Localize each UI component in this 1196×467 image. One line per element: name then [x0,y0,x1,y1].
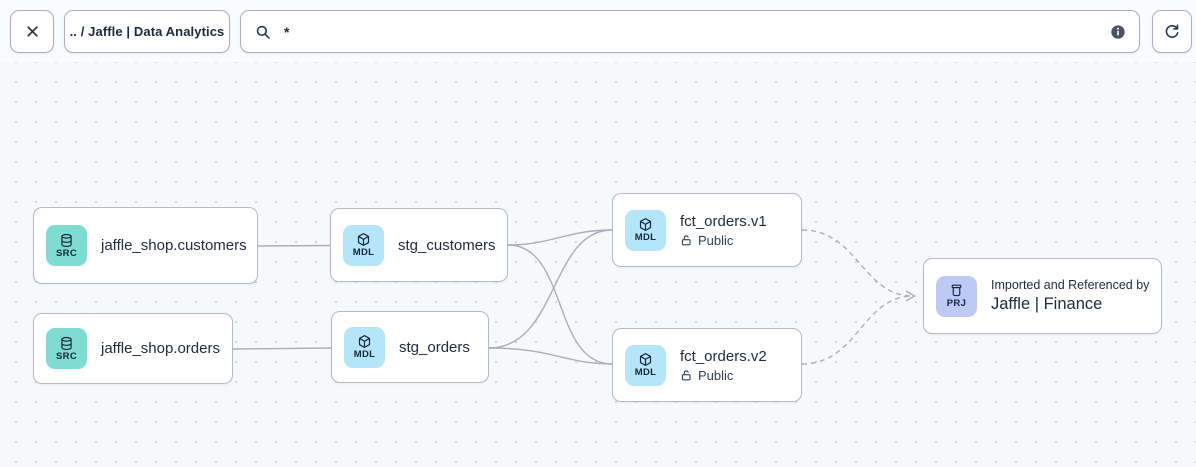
close-button[interactable] [10,10,54,53]
node-model-stg-orders[interactable]: MDL stg_orders [331,311,489,383]
cube-icon [358,335,371,349]
badge-label: MDL [353,349,376,361]
project-caption: Imported and Referenced by [991,278,1150,292]
node-label: stg_orders [399,338,470,356]
model-badge: MDL [625,209,666,251]
badge-label: SRC [56,350,77,362]
model-badge: MDL [625,344,666,386]
breadcrumb-button[interactable]: .. / Jaffle | Data Analytics [64,10,230,53]
source-badge: SRC [46,328,87,369]
model-badge: MDL [344,326,385,368]
toolbar: .. / Jaffle | Data Analytics * [0,0,1196,62]
node-label: jaffle_shop.customers [101,237,247,254]
source-badge: SRC [46,225,87,266]
access-row: Public [680,233,767,248]
node-model-fct-orders-v1[interactable]: MDL fct_orders.v1 Public [612,193,802,267]
node-model-fct-orders-v2[interactable]: MDL fct_orders.v2 Public [612,328,802,402]
project-jar-icon [951,284,962,297]
refresh-button[interactable] [1152,10,1192,53]
search-input[interactable]: * [240,10,1140,53]
node-label: fct_orders.v2 [680,347,767,365]
cube-icon [639,353,652,367]
lock-open-icon [681,234,691,245]
badge-label: SRC [56,247,77,259]
database-icon [61,233,72,247]
access-label: Public [698,232,734,248]
node-label: jaffle_shop.orders [101,340,220,357]
node-label: Jaffle | Finance [991,295,1103,313]
model-badge: MDL [343,224,384,266]
node-source-jaffle-shop-orders[interactable]: SRC jaffle_shop.orders [33,313,233,384]
badge-label: PRJ [946,298,967,310]
info-icon[interactable] [1110,24,1126,40]
search-icon [256,25,270,39]
cube-icon [357,233,370,247]
lock-open-icon [681,369,691,380]
node-model-stg-customers[interactable]: MDL stg_customers [330,208,508,282]
badge-label: MDL [634,367,657,379]
node-source-jaffle-shop-customers[interactable]: SRC jaffle_shop.customers [33,207,258,284]
breadcrumb-label: .. / Jaffle | Data Analytics [69,24,225,39]
node-label: stg_customers [398,236,496,254]
database-icon [61,336,72,350]
access-label: Public [698,367,734,383]
search-value: * [284,23,290,40]
cube-icon [639,218,652,232]
node-project-jaffle-finance[interactable]: PRJ Imported and Referenced by Jaffle | … [923,258,1162,334]
close-icon [26,26,38,37]
badge-label: MDL [634,232,657,244]
refresh-icon [1165,23,1179,38]
badge-label: MDL [352,247,375,259]
project-badge: PRJ [936,275,977,317]
access-row: Public [680,368,767,383]
node-label: fct_orders.v1 [680,212,767,230]
